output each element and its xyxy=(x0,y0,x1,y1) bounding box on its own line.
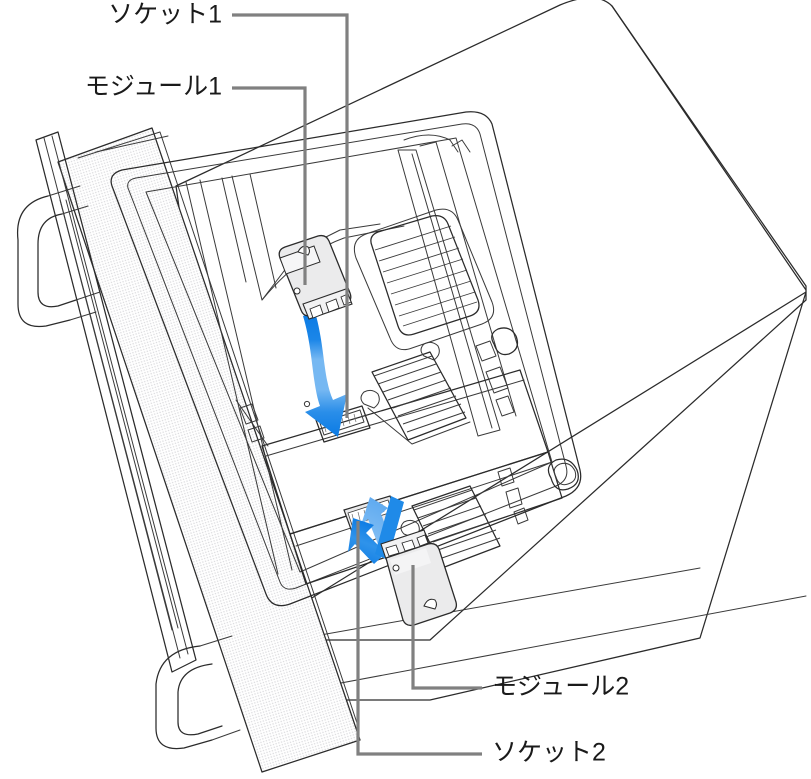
handle-top-mount-b xyxy=(69,311,97,321)
interior-strut-b xyxy=(199,179,293,571)
callout-labels: ソケット1 モジュール1 モジュール2 ソケット2 xyxy=(85,1,629,767)
leader-module-1 xyxy=(232,86,307,285)
heatsink-upper-fins xyxy=(373,355,466,433)
handle-top-mount-c xyxy=(61,205,89,215)
chassis-bottom-fold-2 xyxy=(249,595,807,701)
connector-tab-e xyxy=(505,487,523,509)
vent-grille-slats xyxy=(374,225,478,327)
interior-bay-wall-c xyxy=(419,141,517,417)
interior-bracket-top-b xyxy=(451,139,471,153)
module-2-screw-hole xyxy=(392,564,400,572)
board-notch-a xyxy=(239,403,259,425)
heatsink-upper-body xyxy=(371,351,467,441)
connector-tab-a xyxy=(475,340,497,362)
rail-shade-b xyxy=(65,199,179,629)
heatsink-upper xyxy=(360,341,471,445)
vent-grille-outline xyxy=(370,215,480,336)
connector-tab-f xyxy=(513,507,529,525)
module-2-notch xyxy=(423,598,437,610)
connector-tab-c xyxy=(495,395,515,417)
rail-shade-a xyxy=(59,199,173,631)
heatsink-upper-mount-r xyxy=(420,341,440,361)
mesh-panel-inner-edge-2 xyxy=(95,135,169,153)
chassis-side-rail xyxy=(35,131,197,673)
callout-leaders xyxy=(232,13,482,756)
leader-socket-1 xyxy=(232,13,349,418)
module-2 xyxy=(380,529,458,627)
logic-board-deck xyxy=(235,369,563,585)
mesh-fill xyxy=(58,128,360,772)
interior-bracket-top xyxy=(403,134,459,153)
deck-edge-b xyxy=(295,461,553,547)
label-module-1: モジュール1 xyxy=(85,73,222,101)
chassis-right-edge xyxy=(611,5,807,291)
standoff-dot xyxy=(303,400,311,408)
chassis-handle-top xyxy=(16,185,101,328)
mesh-panel-inner-edge xyxy=(77,131,359,727)
handle-bottom-mount-b xyxy=(211,729,241,741)
leader-socket-2 xyxy=(356,521,482,756)
interior-strut-a xyxy=(185,181,279,575)
label-socket-1: ソケット1 xyxy=(108,1,222,29)
module-2-contact-pins xyxy=(385,534,429,557)
handle-bottom-mount-a xyxy=(199,635,233,647)
front-lattice-panel xyxy=(57,127,361,773)
oblong-port-upper xyxy=(491,327,519,356)
module-1 xyxy=(278,234,353,320)
deck-face-lower xyxy=(289,451,563,585)
handle-top-inner xyxy=(37,213,77,308)
board-notch-b xyxy=(247,425,265,443)
vent-grille xyxy=(353,208,495,351)
rail-outer xyxy=(35,131,197,673)
vent-grille-surround xyxy=(353,208,495,351)
arrow-install-1-shape xyxy=(303,312,347,437)
inner-opening-lip-2 xyxy=(127,123,568,590)
arrow-install-1 xyxy=(303,312,347,437)
oblong-port-lower xyxy=(547,458,579,491)
label-socket-2: ソケット2 xyxy=(492,739,606,767)
board-small-components xyxy=(475,327,579,525)
mesh-panel-outline xyxy=(57,127,361,773)
inner-opening-lip xyxy=(110,111,582,607)
interior-upper-wall-b xyxy=(249,173,277,289)
handle-top-mount-d xyxy=(75,291,101,301)
connector-tab-d xyxy=(497,467,515,487)
deck-edge-a xyxy=(265,379,525,457)
module-2-top-strip xyxy=(390,548,431,575)
handle-top-outer xyxy=(16,195,71,328)
handle-bottom-outer xyxy=(155,645,213,750)
leader-module-2 xyxy=(411,565,482,690)
label-module-2: モジュール2 xyxy=(492,673,629,701)
interior-strut-c xyxy=(221,177,247,283)
heatsink-lower-fins xyxy=(413,489,501,559)
chassis-top-face xyxy=(175,0,807,641)
chassis-handle-bottom xyxy=(155,635,241,750)
module-1-screw-hole xyxy=(293,287,301,295)
connector-tab-b xyxy=(485,366,509,394)
oblong-port-lower-inner xyxy=(553,462,577,486)
heatsink-upper-base xyxy=(367,407,471,445)
rail-edge-b xyxy=(51,135,189,655)
handle-bottom-inner xyxy=(177,663,223,736)
handle-top-mount-a xyxy=(47,185,81,197)
interior-bay-wall xyxy=(397,149,501,437)
heatsink-upper-mount-l xyxy=(360,389,380,409)
chassis-bottom-right-face xyxy=(243,291,807,701)
